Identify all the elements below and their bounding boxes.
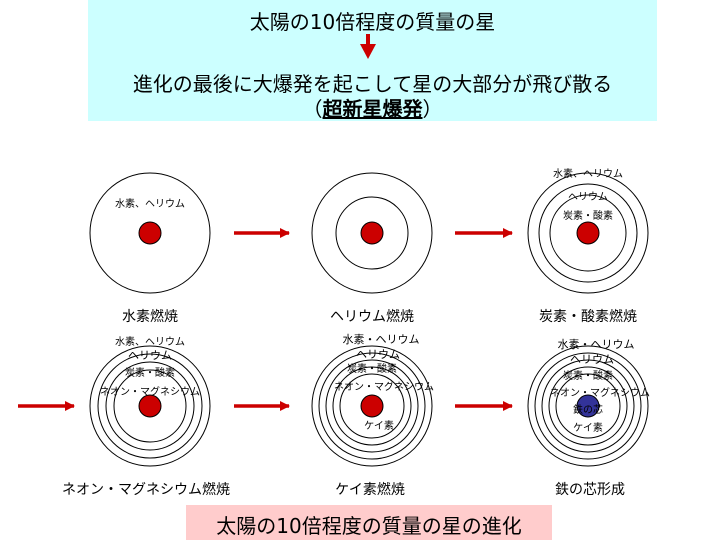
stage-neon-magnesium: 水素、ヘリウム ヘリウム 炭素・酸素 ネオン・マグネシウム ネオン・マグネシウム…: [62, 335, 230, 498]
shell: [325, 359, 419, 453]
layer-label: ケイ素: [573, 421, 603, 434]
shell: [113, 369, 187, 443]
layer-label: ネオン・マグネシウム: [550, 386, 650, 399]
layer-label: 水素、ヘリウム: [115, 335, 185, 348]
stage-caption: 炭素・酸素燃焼: [539, 308, 637, 325]
footer-panel: 太陽の10倍程度の質量の星の進化: [186, 505, 552, 540]
header-panel: 太陽の10倍程度の質量の星 進化の最後に大爆発を起こして星の大部分が飛び散る （…: [88, 0, 657, 121]
stage-caption: ケイ素燃焼: [335, 481, 405, 498]
layer-label: 水素、ヘリウム: [553, 167, 623, 180]
shell: [549, 194, 627, 272]
footer-title: 太陽の10倍程度の質量の星の進化: [216, 514, 522, 538]
core: [360, 394, 384, 418]
core: [360, 221, 384, 245]
core: [576, 221, 600, 245]
header-title: 太陽の10倍程度の質量の星: [249, 10, 496, 34]
shell: [89, 172, 211, 294]
header-supernova-line: （超新星爆発）: [88, 93, 657, 122]
stage-caption: ネオン・マグネシウム燃焼: [62, 481, 230, 498]
layer-label: 水素・ヘリウム: [343, 333, 420, 346]
core: [138, 221, 162, 245]
core: [576, 394, 600, 418]
stage-silicon: 水素・ヘリウム ヘリウム 炭素・酸素 ネオン・マグネシウム ケイ素 ケイ素燃焼: [311, 333, 434, 498]
layer-label: 鉄の芯: [573, 403, 603, 416]
shell: [527, 345, 649, 467]
stage-iron-core: 水素・ヘリウム ヘリウム 炭素・酸素 ネオン・マグネシウム 鉄の芯 ケイ素 鉄の…: [527, 338, 650, 498]
shell: [534, 352, 642, 460]
layer-label: ネオン・マグネシウム: [100, 385, 200, 398]
layer-label: ヘリウム: [570, 353, 614, 366]
shell: [105, 361, 195, 451]
header-description: 進化の最後に大爆発を起こして星の大部分が飛び散る: [132, 72, 613, 96]
stage-caption: 鉄の芯形成: [555, 482, 625, 498]
shell: [332, 366, 412, 446]
layer-label: ケイ素: [364, 419, 394, 432]
paren-open: （: [302, 97, 323, 121]
shell: [335, 196, 409, 270]
shell: [538, 183, 638, 283]
paren-close: ）: [422, 97, 443, 121]
shell: [89, 345, 211, 467]
header-down-arrow: [360, 34, 376, 59]
layer-label: ネオン・マグネシウム: [334, 380, 434, 393]
shell: [311, 345, 433, 467]
stage-helium: ヘリウム燃焼: [311, 172, 433, 325]
shell: [541, 359, 635, 453]
layer-label: 水素・ヘリウム: [558, 338, 635, 351]
shell: [97, 353, 203, 459]
shell: [548, 366, 628, 446]
layer-label: 炭素・酸素: [563, 369, 613, 382]
shell: [311, 172, 433, 294]
shell: [527, 172, 649, 294]
shell: [318, 352, 426, 460]
layer-label: 炭素・酸素: [563, 209, 613, 222]
stage-carbon-oxygen: 水素、ヘリウム ヘリウム 炭素・酸素 炭素・酸素燃焼: [527, 167, 649, 325]
stage-hydrogen: 水素、ヘリウム 水素燃焼: [89, 172, 211, 325]
layer-label: ヘリウム: [356, 348, 400, 361]
layer-label: ヘリウム: [568, 191, 608, 203]
stage-caption: ヘリウム燃焼: [330, 308, 414, 325]
stage-caption: 水素燃焼: [122, 308, 178, 325]
layer-label: ヘリウム: [128, 349, 172, 362]
layer-label: 炭素・酸素: [125, 366, 175, 379]
shell: [339, 373, 405, 439]
layer-label: 炭素・酸素: [347, 362, 397, 375]
shell: [555, 373, 621, 439]
layer-label: 水素、ヘリウム: [115, 197, 185, 210]
supernova-term: 超新星爆発: [322, 97, 423, 121]
core: [138, 394, 162, 418]
